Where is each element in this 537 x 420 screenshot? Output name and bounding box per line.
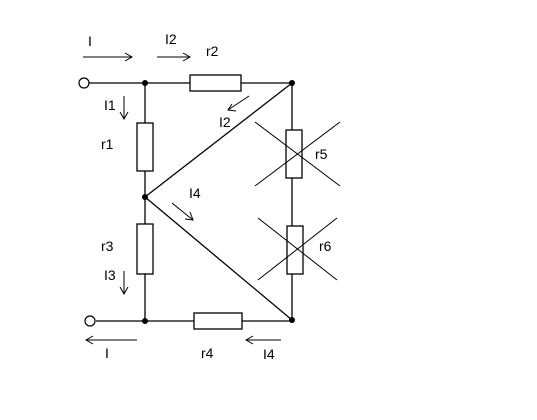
label-resistor-r2: r2 xyxy=(206,43,219,59)
label-current-i-in: I xyxy=(88,33,92,49)
label-resistor-r5: r5 xyxy=(315,146,328,162)
label-current-i3: I3 xyxy=(104,267,116,283)
resistor-r6 xyxy=(286,225,304,275)
node-left-top xyxy=(142,80,148,86)
label-resistor-r4: r4 xyxy=(201,345,214,361)
label-current-i4-bottom: I4 xyxy=(263,346,275,362)
node-right-bottom xyxy=(289,317,295,323)
label-current-i-out: I xyxy=(105,345,109,361)
label-resistor-r6: r6 xyxy=(319,238,332,254)
label-resistor-r1: r1 xyxy=(101,136,114,152)
resistor-r2 xyxy=(189,74,242,92)
wire-diagonal-upper xyxy=(144,82,293,198)
resistor-r5 xyxy=(285,129,303,179)
arrow-i-out xyxy=(84,335,137,345)
wires xyxy=(89,82,293,322)
terminal-input xyxy=(78,77,90,89)
resistor-r3 xyxy=(136,223,154,275)
label-current-i2-diag: I2 xyxy=(219,114,231,130)
node-right-top xyxy=(289,80,295,86)
cross-mark-r5 xyxy=(254,121,341,187)
arrow-i4-diag xyxy=(171,202,194,221)
node-left-bottom xyxy=(142,318,148,324)
cross-mark-r6 xyxy=(257,217,338,281)
label-current-i1: I1 xyxy=(104,97,116,113)
arrow-i3 xyxy=(119,271,129,296)
label-resistor-r3: r3 xyxy=(101,238,114,254)
node-left-mid xyxy=(142,194,148,200)
terminal-output xyxy=(84,315,96,327)
arrow-i2-diag xyxy=(227,95,250,112)
label-current-i2-top: I2 xyxy=(165,31,177,47)
resistor-r1 xyxy=(136,122,154,172)
arrow-i2-top xyxy=(157,52,192,62)
label-current-i4-diag: I4 xyxy=(189,185,201,201)
arrow-i1 xyxy=(119,96,129,121)
wire-diagonal-lower xyxy=(144,196,293,321)
resistor-r4 xyxy=(193,312,243,330)
arrow-i4-bottom xyxy=(244,335,281,345)
arrow-i-in xyxy=(83,52,134,62)
